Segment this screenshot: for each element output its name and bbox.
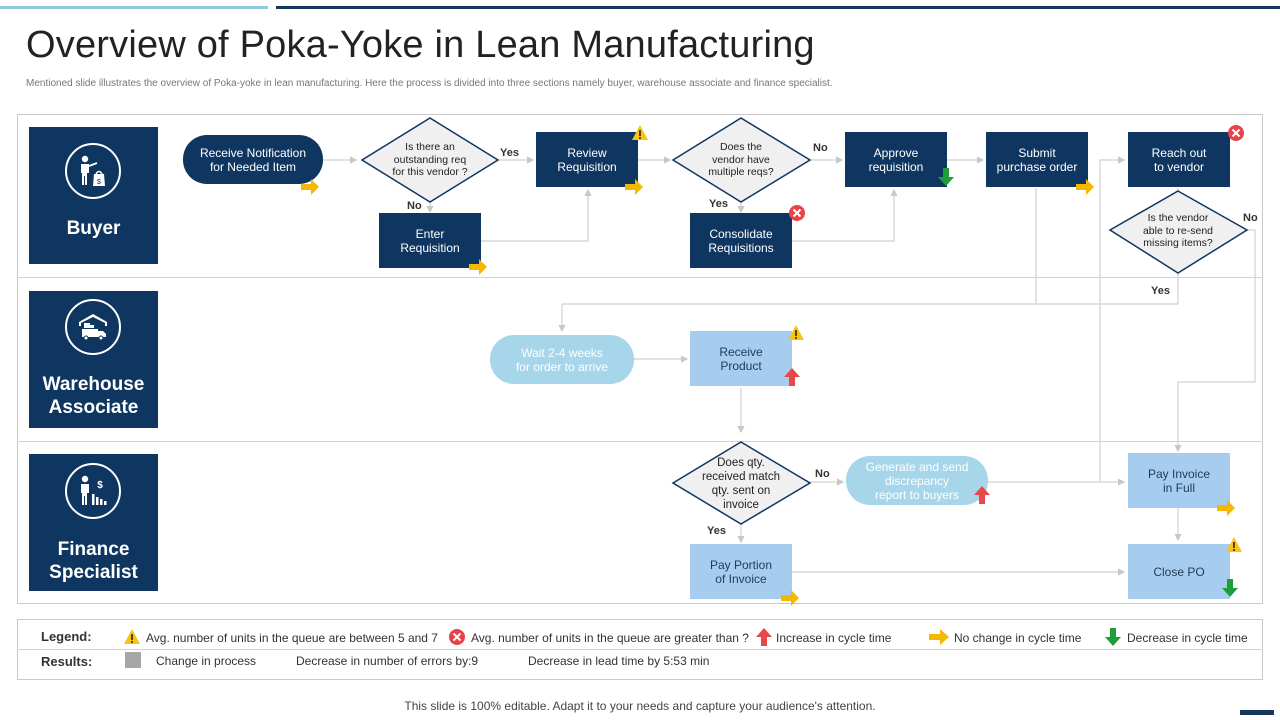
decision-vendor-resend-shape: [1108, 190, 1249, 274]
edge-label-no: No: [1243, 212, 1258, 224]
warehouse-icon: [65, 299, 121, 355]
error-icon: [788, 204, 806, 222]
legend-increase-text: Increase in cycle time: [776, 631, 892, 645]
decision-qty-match: Does qty. received match qty. sent on in…: [702, 457, 780, 511]
node-close-po: Close PO: [1128, 544, 1230, 599]
lane-label-buyer: Buyer: [66, 218, 121, 239]
footer-note: This slide is 100% editable. Adapt it to…: [404, 699, 876, 713]
results-change-text: Change in process: [156, 654, 257, 668]
no-change-arrow-icon: [469, 259, 487, 275]
no-change-arrow-icon: [1217, 500, 1235, 516]
legend-warning-text: Avg. number of units in the queue are be…: [146, 631, 438, 645]
lane-finance-specialist: $ Finance Specialist: [29, 454, 158, 591]
legend-error-text: Avg. number of units in the queue are gr…: [471, 631, 749, 645]
no-change-arrow-icon: [781, 590, 799, 606]
lane-warehouse-associate: Warehouse Associate: [29, 291, 158, 428]
no-change-arrow-icon: [929, 629, 949, 645]
change-swatch-icon: [125, 652, 141, 668]
error-icon: [1227, 124, 1245, 142]
lane-label-specialist: Specialist: [49, 562, 138, 583]
decrease-arrow-icon: [1222, 579, 1238, 597]
warning-icon: [788, 325, 804, 340]
edge-label-yes: Yes: [500, 147, 519, 159]
edge-label-no: No: [407, 200, 422, 212]
svg-text:$: $: [97, 480, 103, 491]
no-change-arrow-icon: [625, 179, 643, 195]
legend-divider: [17, 649, 1263, 650]
lane-label-warehouse: Warehouse: [42, 374, 145, 395]
page-subtitle: Mentioned slide illustrates the overview…: [26, 78, 833, 89]
node-receive-product: Receive Product: [690, 331, 792, 386]
results-leadtime-text: Decrease in lead time by 5:53 min: [528, 654, 710, 668]
results-label: Results:: [41, 654, 93, 669]
increase-arrow-icon: [756, 628, 772, 646]
node-consolidate-requisitions: Consolidate Requisitions: [690, 213, 792, 268]
svg-text:$: $: [97, 179, 101, 186]
increase-arrow-icon: [784, 368, 800, 386]
decision-vendor-resend: Is the vendor able to re-send missing it…: [1142, 212, 1214, 250]
corner-accent-bar: [1240, 710, 1274, 715]
top-accent-bar-light: [0, 6, 268, 9]
warning-icon: [632, 125, 648, 140]
decision-outstanding-req-shape: [360, 117, 500, 203]
node-approve-requisition: Approve requisition: [845, 132, 947, 187]
increase-arrow-icon: [974, 486, 990, 504]
lane-divider: [17, 277, 1263, 278]
warning-icon: [124, 629, 140, 644]
node-enter-requisition: Enter Requisition: [379, 213, 481, 268]
node-generate-discrepancy-report: Generate and send discrepancy report to …: [846, 456, 988, 505]
lane-label-finance: Finance: [57, 539, 130, 560]
no-change-arrow-icon: [1076, 179, 1094, 195]
finance-icon: $: [65, 463, 121, 519]
warning-icon: [1226, 537, 1242, 552]
lane-label-associate: Associate: [48, 397, 139, 418]
buyer-icon: $: [65, 143, 121, 199]
top-accent-bar-dark: [276, 6, 1280, 9]
legend-label: Legend:: [41, 629, 92, 644]
edge-label-no: No: [813, 142, 828, 154]
edge-label-yes: Yes: [707, 525, 726, 537]
node-pay-portion-invoice: Pay Portion of Invoice: [690, 544, 792, 599]
edge-label-no: No: [815, 468, 830, 480]
node-wait-for-order: Wait 2-4 weeks for order to arrive: [490, 335, 634, 384]
decision-qty-match-shape: [671, 441, 812, 525]
decrease-arrow-icon: [938, 168, 954, 186]
decision-vendor-multiple-shape: [671, 117, 812, 203]
legend-nochange-text: No change in cycle time: [954, 631, 1082, 645]
error-icon: [449, 629, 465, 645]
page-title: Overview of Poka-Yoke in Lean Manufactur…: [26, 24, 815, 66]
lane-buyer: $ Buyer: [29, 127, 158, 264]
edge-label-yes: Yes: [709, 198, 728, 210]
node-reach-out-vendor: Reach out to vendor: [1128, 132, 1230, 187]
edge-label-yes: Yes: [1151, 285, 1170, 297]
node-review-requisition: Review Requisition: [536, 132, 638, 187]
decision-vendor-multiple: Does the vendor have multiple reqs?: [708, 141, 774, 179]
decision-outstanding-req: Is there an outstanding req for this ven…: [392, 141, 468, 179]
swimlane-frame: [17, 114, 1263, 604]
node-pay-invoice-full: Pay Invoice in Full: [1128, 453, 1230, 508]
lane-divider: [17, 441, 1263, 442]
no-change-arrow-icon: [301, 179, 319, 195]
node-receive-notification: Receive Notification for Needed Item: [183, 135, 323, 184]
legend-decrease-text: Decrease in cycle time: [1127, 631, 1248, 645]
node-submit-purchase-order: Submit purchase order: [986, 132, 1088, 187]
decrease-arrow-icon: [1105, 628, 1121, 646]
results-errors-text: Decrease in number of errors by:9: [296, 654, 479, 668]
